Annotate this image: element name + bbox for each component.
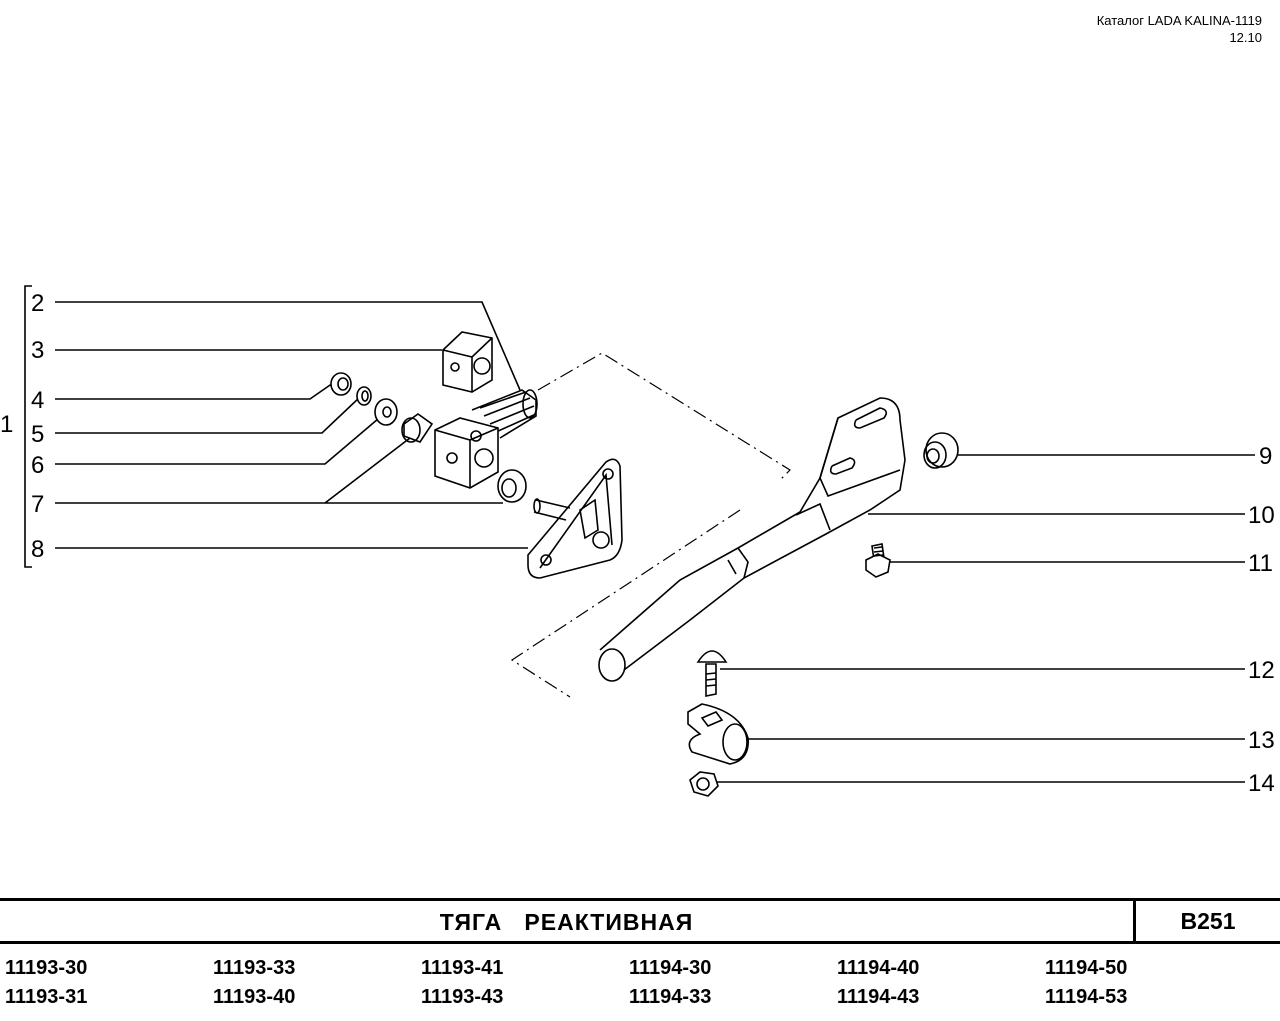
callout-11: 11: [1248, 550, 1273, 577]
callout-2: 2: [31, 290, 44, 317]
group-bracket: [24, 285, 32, 568]
part-5-washer: [356, 386, 372, 406]
leader-5: [55, 396, 361, 434]
leader-2: [55, 301, 521, 391]
part-11-bolt: [865, 543, 891, 578]
title-bar: ТЯГА РЕАКТИВНАЯ B251: [0, 898, 1280, 944]
part-7-bushing-a: [401, 413, 434, 443]
part-14-nut: [689, 771, 719, 797]
catalog-header: Каталог LADA KALINA-1119 12.10: [1097, 12, 1262, 46]
part-6-washer: [374, 398, 398, 426]
callout-14: 14: [1248, 770, 1275, 797]
catalog-date: 12.10: [1229, 30, 1262, 45]
model-code: 11194-33: [629, 986, 712, 1008]
model-code: 11194-40: [837, 957, 920, 979]
model-code: 11193-43: [421, 986, 504, 1008]
model-code: 11193-30: [5, 957, 88, 979]
callout-5: 5: [31, 421, 44, 448]
model-code: 11193-33: [213, 957, 296, 979]
part-8-bracket: [527, 458, 623, 579]
model-list: 11193-30 11193-31 11193-33 11193-40 1119…: [5, 957, 1280, 1017]
leader-6: [55, 412, 386, 465]
part-9-bushing: [923, 432, 959, 469]
callout-12: 12: [1248, 657, 1275, 684]
callout-6: 6: [31, 452, 44, 479]
model-code: 11194-50: [1045, 957, 1128, 979]
leader-4: [55, 382, 334, 400]
model-code: 11193-31: [5, 986, 88, 1008]
part-4-nut: [330, 372, 352, 396]
part-7-bushing-b: [497, 469, 527, 503]
model-code: 11194-53: [1045, 986, 1128, 1008]
callout-10: 10: [1248, 502, 1275, 529]
callout-7: 7: [31, 491, 44, 518]
part-12-bolt: [696, 650, 728, 697]
exploded-parts-diagram: 1 2 3 4 5 6 7 8 9 10 11 12 13 14: [0, 285, 1275, 797]
catalog-name: Каталог LADA KALINA-1119: [1096, 13, 1262, 28]
callout-3: 3: [31, 337, 44, 364]
part-10-rod: [598, 397, 906, 682]
part-3-block: [442, 331, 493, 393]
callout-8: 8: [31, 536, 44, 563]
part-2-sleeve: [434, 389, 538, 489]
leader-7: [55, 437, 503, 504]
model-code: 11194-43: [837, 986, 920, 1008]
model-code: 11193-41: [421, 957, 504, 979]
callout-1: 1: [0, 411, 13, 438]
section-code: B251: [1133, 901, 1280, 941]
part-13-clamp: [687, 703, 749, 765]
callout-4: 4: [31, 387, 44, 414]
model-code: 11193-40: [213, 986, 296, 1008]
page-title: ТЯГА РЕАКТИВНАЯ: [439, 909, 694, 935]
callout-9: 9: [1259, 443, 1272, 470]
callout-13: 13: [1248, 727, 1275, 754]
model-code: 11194-30: [629, 957, 712, 979]
axis-outline: [510, 352, 791, 698]
